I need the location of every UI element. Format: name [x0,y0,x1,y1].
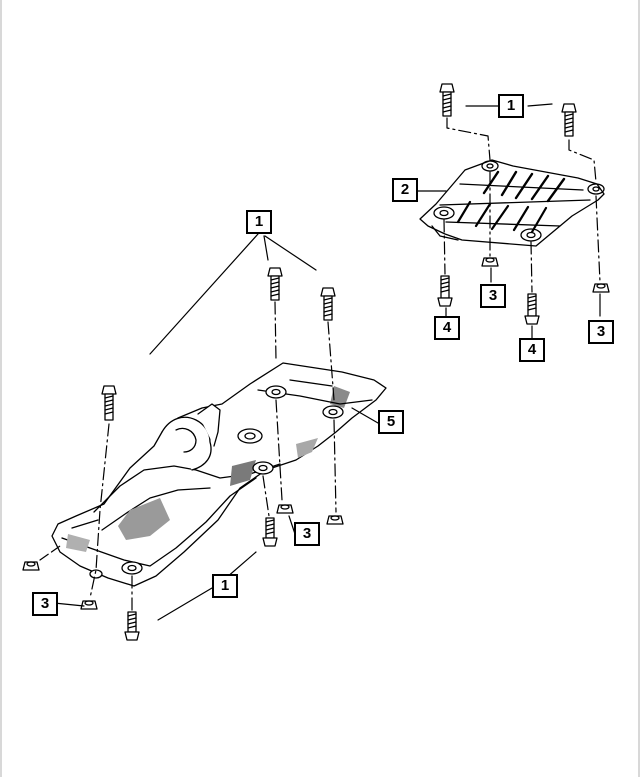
callout-part-3: 3 [588,320,614,344]
callout-part-3: 3 [294,522,320,546]
scan-edge-left [0,0,2,777]
bolt-shield-bottom-left [124,611,140,641]
nut-3-shield-bottom [80,600,98,610]
skid-plate-part-2 [419,159,605,247]
callout-part-4: 4 [519,338,545,362]
bolt-1-upper-right [561,103,577,137]
bolt-shield-bottom-center [262,517,278,547]
bolt-1-upper-left [439,83,455,117]
nut-3-shield-center [276,504,294,514]
callout-part-4: 4 [434,316,460,340]
bolts [101,83,577,641]
nuts [22,257,610,610]
bolt-4-left [437,275,453,307]
callout-part-3: 3 [480,284,506,308]
leader-lines [33,103,601,621]
callout-part-1: 1 [246,210,272,234]
scan-edge-right [638,0,640,777]
bolt-4-right [524,293,540,325]
callout-part-1: 1 [498,94,524,118]
nut-3-shield-right [326,515,344,525]
nut-3-skid-center [481,257,499,267]
callout-part-1: 1 [212,574,238,598]
transfer-case-shield-part-5 [51,362,387,587]
nut-3-shield-far-left [22,561,40,571]
bolt-1-shield-left [267,267,283,301]
callout-part-5: 5 [378,410,404,434]
callout-part-2: 2 [392,178,418,202]
bolt-1-shield-far-left [101,385,117,421]
nut-3-skid-right [592,283,610,293]
callout-part-3: 3 [32,592,58,616]
bolt-1-shield-right [320,287,336,321]
